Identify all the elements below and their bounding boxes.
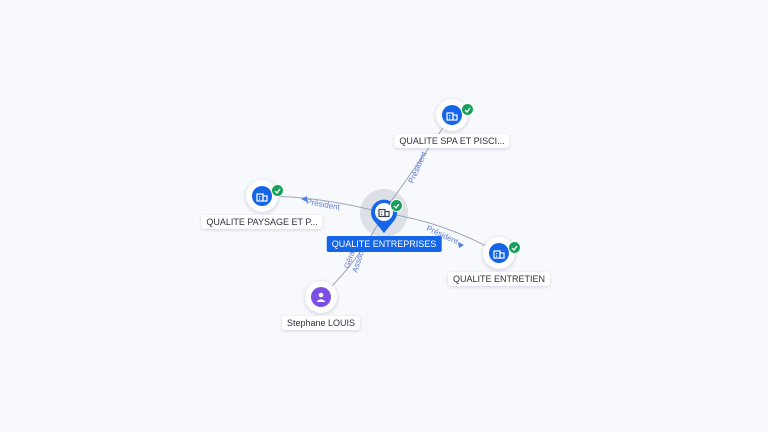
verified-check-icon bbox=[271, 184, 284, 197]
building-icon bbox=[252, 186, 272, 206]
person-icon bbox=[311, 287, 331, 307]
verified-check-icon bbox=[461, 103, 474, 116]
arrow-paysage bbox=[301, 196, 307, 202]
verified-check-icon bbox=[508, 241, 521, 254]
node-label[interactable]: QUALITE PAYSAGE ET P... bbox=[201, 215, 323, 229]
verified-check-icon bbox=[390, 199, 403, 212]
edge-label-paysage: Président bbox=[306, 197, 342, 212]
node-label[interactable]: QUALITE SPA ET PISCI... bbox=[394, 134, 510, 148]
node-label[interactable]: Stephane LOUIS bbox=[281, 316, 361, 330]
node-circle[interactable] bbox=[305, 281, 337, 313]
edge-label-spa: Président bbox=[407, 150, 429, 185]
arrow-entretien bbox=[458, 242, 464, 248]
node-label-selected[interactable]: QUALITE ENTREPRISES bbox=[326, 236, 442, 252]
building-icon bbox=[489, 243, 509, 263]
building-icon bbox=[442, 105, 462, 125]
node-label[interactable]: QUALITE ENTRETIEN bbox=[447, 272, 551, 286]
building-icon bbox=[378, 208, 390, 218]
node-circle[interactable] bbox=[246, 180, 278, 212]
